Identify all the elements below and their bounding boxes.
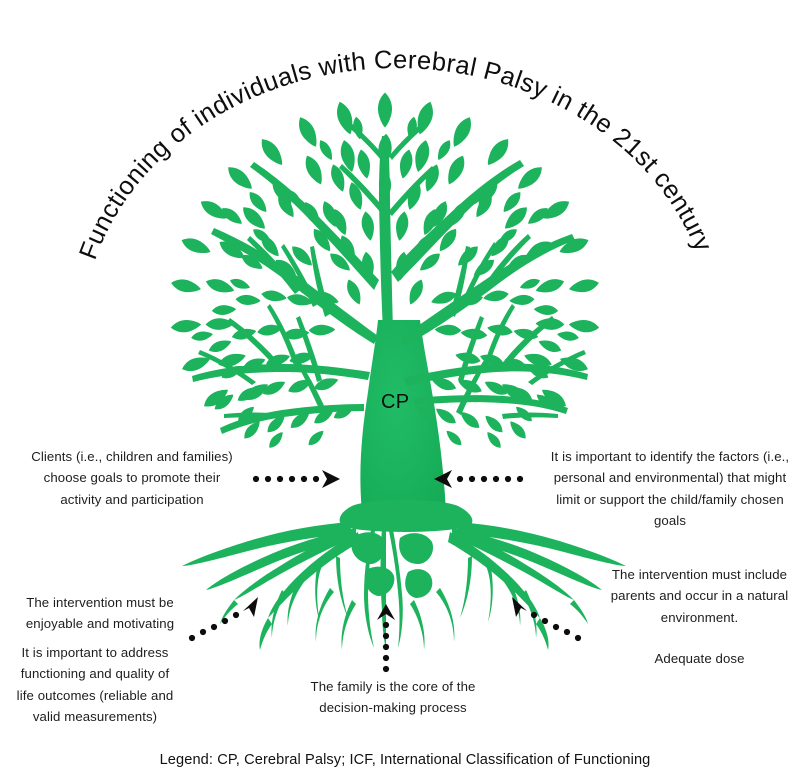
callout-factors: It is important to identify the factors … bbox=[534, 446, 806, 532]
tree-trunk bbox=[339, 320, 473, 532]
callout-enjoyable-line-2: enjoyable and motivating bbox=[25, 616, 175, 632]
trunk-label-cp: CP bbox=[381, 391, 410, 413]
callout-enjoyable-line-1: The intervention must be bbox=[26, 595, 174, 610]
callout-enjoyable-intervention: The intervention must be enjoyable and m… bbox=[0, 592, 200, 635]
callout-family-line-2: decision-making process bbox=[319, 700, 467, 716]
callout-measurements-line-1: It is important to address bbox=[21, 645, 169, 660]
arrow-factors-to-trunk bbox=[434, 470, 524, 488]
tree-group bbox=[169, 92, 626, 650]
figure-legend: Legend: CP, Cerebral Palsy; ICF, Interna… bbox=[159, 752, 651, 768]
arrow-parents-to-roots bbox=[512, 597, 582, 642]
arrow-enjoyable-to-roots bbox=[188, 597, 258, 642]
callout-family-core: The family is the core of the decision-m… bbox=[284, 676, 502, 719]
callout-parents-line-1: The intervention must include bbox=[611, 567, 788, 582]
callout-parents-natural-environment: The intervention must include parents an… bbox=[592, 564, 807, 628]
callout-factors-line-4: goals bbox=[653, 513, 687, 529]
callout-parents-line-2: parents and occur in a natural bbox=[610, 588, 789, 604]
callout-family-line-1: The family is the core of the bbox=[310, 679, 476, 694]
callout-measurements: It is important to address functioning a… bbox=[0, 642, 190, 728]
arrow-clients-to-trunk bbox=[252, 470, 340, 488]
callout-measurements-line-3: life outcomes (reliable and bbox=[16, 687, 174, 703]
callout-dose-line-1: Adequate dose bbox=[654, 651, 745, 666]
callout-clients-line-3: activity and participation bbox=[60, 491, 204, 507]
callout-factors-line-2: personal and environmental) that might bbox=[553, 470, 787, 486]
callout-clients-line-1: Clients (i.e., children and families) bbox=[31, 449, 233, 464]
callout-measurements-line-2: functioning and quality of bbox=[20, 666, 170, 682]
callout-parents-line-3: environment. bbox=[660, 609, 739, 625]
callout-factors-line-3: limit or support the child/family chosen bbox=[556, 491, 784, 507]
callout-clients-line-2: choose goals to promote their bbox=[43, 470, 221, 486]
callout-clients: Clients (i.e., children and families) ch… bbox=[6, 446, 258, 510]
arrow-family-to-roots bbox=[377, 604, 395, 673]
tree-roots bbox=[182, 522, 626, 650]
callout-measurements-line-4: valid measurements) bbox=[32, 709, 158, 725]
callout-adequate-dose: Adequate dose bbox=[592, 648, 807, 669]
callout-factors-line-1: It is important to identify the factors … bbox=[550, 449, 790, 464]
